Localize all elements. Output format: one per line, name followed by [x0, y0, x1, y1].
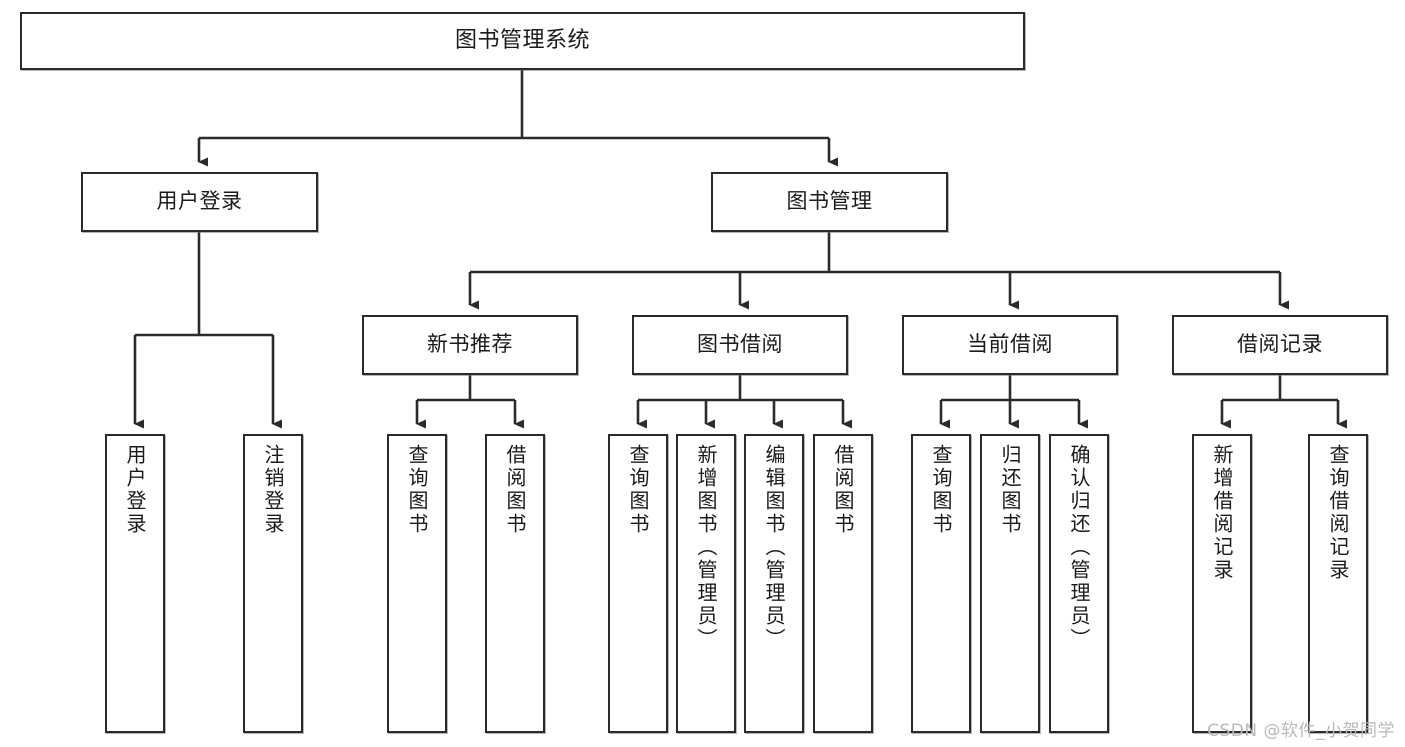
node-label: 借阅图书: [831, 444, 855, 536]
node-current-borrowing[interactable]: 当前借阅: [902, 315, 1118, 375]
leaf-user-login-login[interactable]: 用户登录: [105, 434, 165, 733]
node-label: 图书管理: [786, 189, 873, 214]
node-label: 图书借阅: [697, 332, 783, 357]
node-label: 归还图书: [998, 444, 1022, 536]
node-borrowing-record[interactable]: 借阅记录: [1172, 315, 1388, 375]
leaf-current-borrow-return-books[interactable]: 归还图书: [980, 434, 1040, 733]
node-label: 用户登录: [123, 444, 147, 536]
node-new-book-recommendation[interactable]: 新书推荐: [362, 315, 578, 375]
node-book-management[interactable]: 图书管理: [711, 172, 948, 232]
node-label: 当前借阅: [967, 332, 1053, 357]
node-label: 查询借阅记录: [1326, 444, 1350, 582]
node-label: 用户登录: [156, 189, 243, 214]
node-label: 查询图书: [929, 444, 953, 536]
node-label: 编辑图书（管理员）: [762, 444, 786, 651]
node-label: 借阅记录: [1237, 332, 1323, 357]
node-label: 注销登录: [261, 444, 285, 536]
leaf-book-borrow-add-book-admin[interactable]: 新增图书（管理员）: [676, 434, 736, 733]
leaf-current-borrow-confirm-return-admin[interactable]: 确认归还（管理员）: [1049, 434, 1109, 733]
leaf-book-borrow-edit-book-admin[interactable]: 编辑图书（管理员）: [744, 434, 804, 733]
node-label: 借阅图书: [503, 444, 527, 536]
leaf-borrow-record-query-record[interactable]: 查询借阅记录: [1308, 434, 1368, 733]
node-user-login[interactable]: 用户登录: [81, 172, 318, 232]
node-root-library-management-system[interactable]: 图书管理系统: [20, 12, 1025, 70]
leaf-book-borrow-borrow-books[interactable]: 借阅图书: [813, 434, 873, 733]
node-label: 确认归还（管理员）: [1067, 444, 1091, 651]
leaf-current-borrow-query-books[interactable]: 查询图书: [911, 434, 971, 733]
leaf-book-borrow-query-books[interactable]: 查询图书: [608, 434, 668, 733]
node-label: 新增图书（管理员）: [694, 444, 718, 651]
node-label: 查询图书: [626, 444, 650, 536]
leaf-new-book-query-books[interactable]: 查询图书: [387, 434, 447, 733]
node-label: 新增借阅记录: [1210, 444, 1234, 582]
leaf-borrow-record-add-record[interactable]: 新增借阅记录: [1192, 434, 1252, 733]
leaf-user-login-logout[interactable]: 注销登录: [243, 434, 303, 733]
node-label: 新书推荐: [427, 332, 513, 357]
node-book-borrowing[interactable]: 图书借阅: [632, 315, 848, 375]
node-label: 查询图书: [405, 444, 429, 536]
csdn-watermark: CSDN @软件_小贺同学: [1207, 721, 1395, 741]
leaf-new-book-borrow-books[interactable]: 借阅图书: [485, 434, 545, 733]
node-label: 图书管理系统: [454, 27, 590, 53]
